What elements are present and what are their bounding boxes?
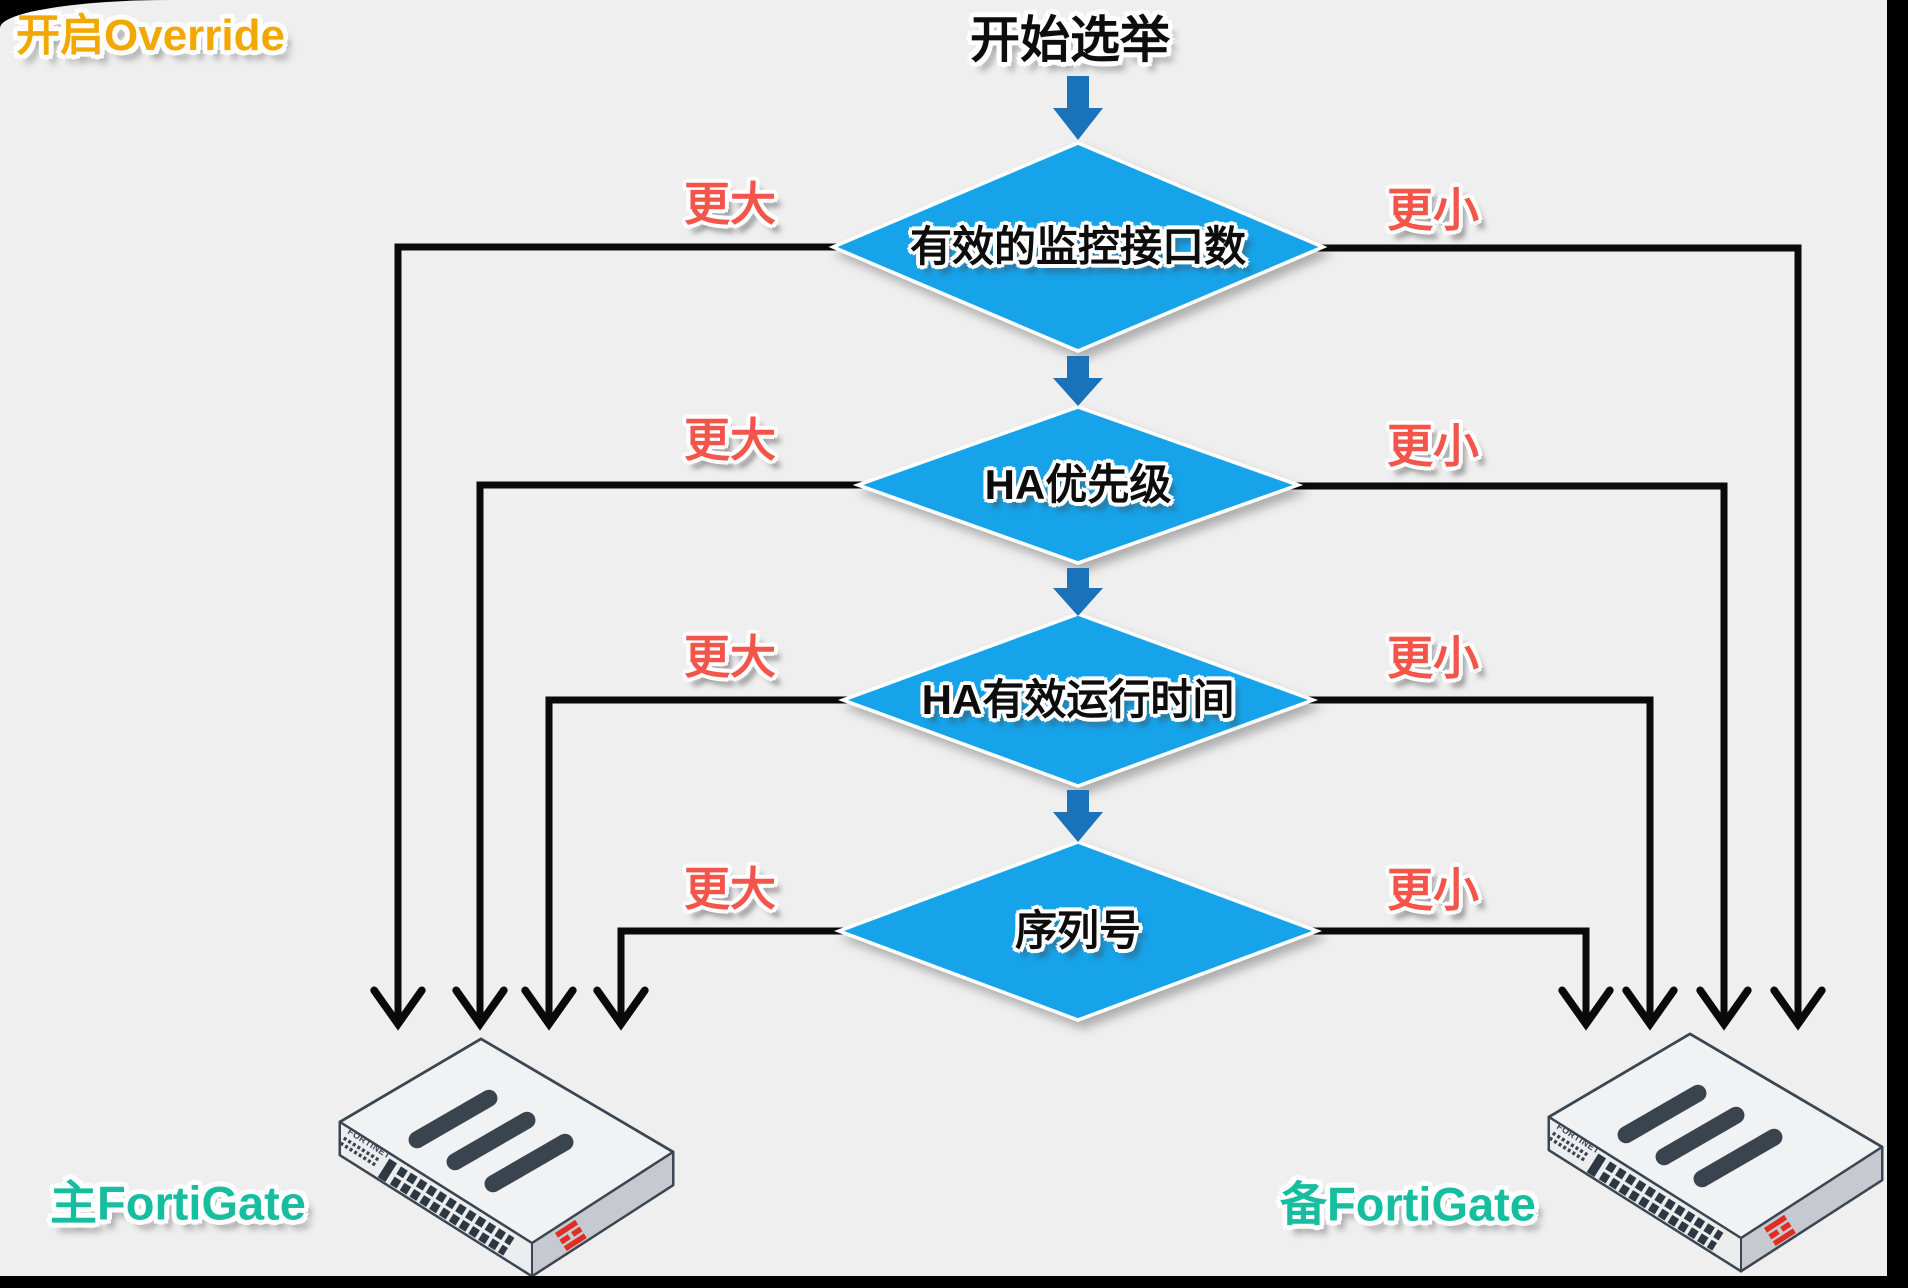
branch-label-larger-2: 更大 (684, 414, 776, 466)
flow-arrow-2 (1053, 356, 1103, 406)
branch-line-left-2 (452, 481, 880, 1031)
branch-label-smaller-2: 更小 (1387, 420, 1479, 472)
backup-fortigate-label: 备FortiGate (1280, 1177, 1536, 1231)
override-note: 开启Override (16, 11, 285, 60)
branch-line-left-4 (593, 927, 872, 1031)
branch-line-right-2 (1285, 482, 1752, 1031)
flow-arrow-1 (1053, 76, 1103, 140)
branch-line-right-1 (1285, 244, 1826, 1031)
decision-label-serial-number: 序列号 (1014, 907, 1142, 954)
decision-label-ha-priority: HA优先级 (984, 461, 1172, 508)
branch-label-larger-3: 更大 (684, 631, 776, 683)
decision-label-monitored-interfaces: 有效的监控接口数 (909, 223, 1247, 270)
branch-label-larger-1: 更大 (684, 178, 776, 230)
decision-diamond-2 (852, 405, 1304, 565)
start-title: 开始选举 (970, 12, 1170, 68)
flow-arrow-4 (1053, 790, 1103, 842)
branch-label-smaller-1: 更小 (1387, 184, 1479, 236)
primary-fortigate-label: 主FortiGate (50, 1176, 306, 1230)
branch-label-smaller-3: 更小 (1387, 632, 1479, 684)
branch-label-larger-4: 更大 (684, 863, 776, 915)
fortigate-device-left (340, 1039, 673, 1276)
flowchart-graphics: FORTINET (0, 76, 1887, 1276)
decision-diamond-1 (828, 141, 1328, 353)
slide-canvas: FORTINET (0, 0, 1887, 1276)
branch-label-smaller-4: 更小 (1387, 864, 1479, 916)
branch-line-right-3 (1288, 696, 1678, 1031)
branch-line-right-4 (1290, 927, 1614, 1031)
fortigate-device-right (1549, 1034, 1882, 1271)
decision-diamond-3 (837, 612, 1319, 788)
branch-line-left-3 (521, 696, 875, 1031)
branch-line-left-1 (370, 243, 870, 1031)
decision-label-ha-uptime: HA有效运行时间 (921, 676, 1235, 723)
flow-arrow-3 (1053, 568, 1103, 616)
decision-diamond-4 (833, 840, 1323, 1022)
